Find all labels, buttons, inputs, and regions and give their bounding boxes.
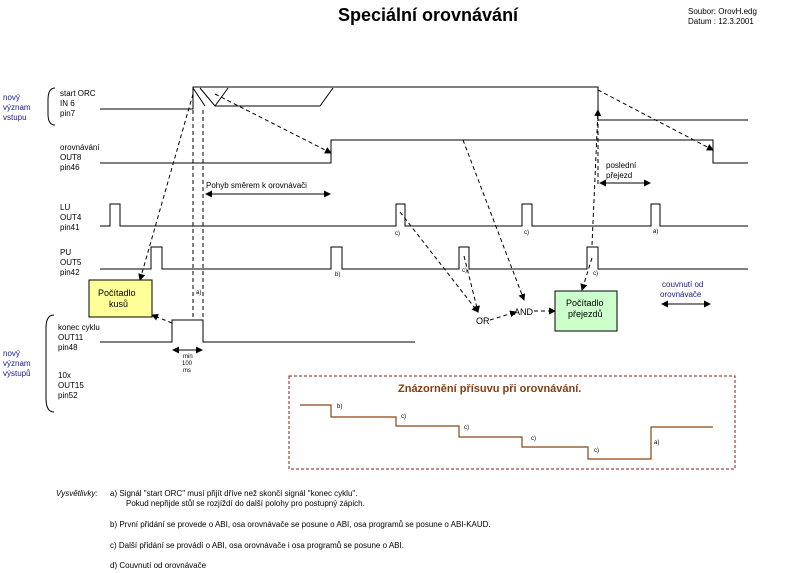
pohyb-label: Pohyb směrem k orovnávači bbox=[206, 181, 307, 190]
arrow-or-to-and bbox=[489, 310, 517, 321]
inset-label-a: a) bbox=[654, 440, 659, 446]
inset-label-c3: c) bbox=[531, 436, 536, 442]
label-b-pu: b) bbox=[335, 272, 340, 278]
and-label: AND bbox=[514, 307, 534, 317]
label-orovnavani: orovnávání OUT8 pin46 bbox=[60, 143, 100, 172]
waveform-konec-cyklu bbox=[100, 319, 415, 343]
input-bracket bbox=[47, 87, 56, 126]
footnote-a1: a) Signál "start ORC" musí přijít dříve … bbox=[110, 489, 358, 498]
file-info: Soubor: OrovH.edg bbox=[688, 7, 757, 16]
svg-text:pin41: pin41 bbox=[60, 223, 80, 232]
waveform-start-orc bbox=[100, 86, 748, 121]
svg-text:význam: význam bbox=[3, 103, 31, 112]
svg-text:pin48: pin48 bbox=[58, 343, 78, 352]
svg-text:LU: LU bbox=[60, 203, 70, 212]
footnote-a2: Pokud nepřijde stůl se rozjíždí do další… bbox=[126, 499, 365, 508]
date-info: Datum : 12.3.2001 bbox=[688, 17, 754, 26]
arrow-konec-to-counter bbox=[151, 313, 173, 324]
waveform-lu bbox=[100, 203, 748, 227]
arrow-orov-to-and bbox=[462, 139, 526, 301]
svg-text:orovnávače: orovnávače bbox=[660, 290, 702, 299]
svg-text:OUT4: OUT4 bbox=[60, 213, 82, 222]
input-side-label: nový význam vstupu bbox=[3, 93, 31, 122]
svg-text:Počítadlo: Počítadlo bbox=[566, 298, 604, 308]
arrow-end-to-orov-off bbox=[597, 89, 714, 151]
svg-text:pin42: pin42 bbox=[60, 268, 80, 277]
label-c-lu1: c) bbox=[395, 231, 400, 237]
footnote-label: Vysvětlivky: bbox=[56, 489, 98, 498]
svg-text:výstupů: výstupů bbox=[3, 369, 31, 378]
svg-text:start ORC: start ORC bbox=[60, 89, 96, 98]
infeed-step-line bbox=[300, 404, 713, 460]
svg-text:pin46: pin46 bbox=[60, 163, 80, 172]
label-a-1: a) bbox=[196, 290, 201, 296]
svg-text:pin52: pin52 bbox=[58, 391, 78, 400]
svg-text:orovnávání: orovnávání bbox=[60, 143, 100, 152]
label-c-pu1: c) bbox=[462, 268, 467, 274]
svg-text:OUT8: OUT8 bbox=[60, 153, 82, 162]
guide-lines bbox=[192, 110, 599, 320]
label-c-lu2: c) bbox=[524, 230, 529, 236]
svg-text:10x: 10x bbox=[58, 371, 71, 380]
couvnuti-label: couvnutí od orovnávače bbox=[660, 280, 703, 299]
svg-text:100: 100 bbox=[182, 361, 193, 367]
svg-text:OUT15: OUT15 bbox=[58, 381, 84, 390]
svg-text:přejezdů: přejezdů bbox=[568, 309, 603, 319]
footnote-d: d) Couvnutí od orovnávače bbox=[110, 561, 207, 570]
or-label: OR bbox=[476, 316, 490, 326]
svg-text:význam: význam bbox=[3, 359, 31, 368]
label-10x: 10x OUT15 pin52 bbox=[58, 371, 84, 400]
svg-text:min: min bbox=[183, 354, 193, 360]
arrow-counter-to-start bbox=[591, 109, 602, 246]
svg-text:poslední: poslední bbox=[606, 161, 637, 170]
posledni-prejezd-label: poslední přejezd bbox=[606, 161, 637, 180]
svg-text:IN 6: IN 6 bbox=[60, 99, 75, 108]
svg-text:nový: nový bbox=[3, 349, 20, 358]
inset-title: Znázornění přísuvu při orovnávání. bbox=[398, 383, 581, 395]
svg-text:couvnutí od: couvnutí od bbox=[662, 280, 703, 289]
pocitadlo-kusu-box: Počítadlo kusů bbox=[88, 279, 153, 318]
svg-text:přejezd: přejezd bbox=[606, 171, 632, 180]
output-bracket bbox=[45, 314, 55, 413]
svg-text:vstupu: vstupu bbox=[3, 113, 27, 122]
svg-text:ms: ms bbox=[183, 368, 191, 374]
arrow-lu-to-or bbox=[399, 211, 479, 313]
svg-text:pin7: pin7 bbox=[60, 109, 76, 118]
page-title: Speciální orovnávání bbox=[338, 5, 519, 25]
inset-frame bbox=[288, 375, 736, 470]
waveform-pu bbox=[100, 246, 748, 270]
arrow-pu-to-or bbox=[463, 255, 480, 313]
svg-text:OUT11: OUT11 bbox=[58, 333, 84, 342]
arrow-start-to-counter bbox=[138, 93, 194, 281]
svg-text:kusů: kusů bbox=[109, 299, 128, 309]
svg-text:OUT5: OUT5 bbox=[60, 258, 82, 267]
svg-text:PU: PU bbox=[60, 248, 71, 257]
svg-text:konec cyklu: konec cyklu bbox=[58, 323, 100, 332]
label-lu: LU OUT4 pin41 bbox=[60, 203, 82, 232]
inset-label-c4: c) bbox=[594, 448, 599, 454]
inset-label-c2: c) bbox=[464, 425, 469, 431]
inset-label-c1: c) bbox=[401, 414, 406, 420]
pocitadlo-prejezdu-box: Počítadlo přejezdů bbox=[554, 290, 618, 332]
start-orc-transition bbox=[199, 87, 334, 107]
min-label: min 100 ms bbox=[182, 354, 193, 374]
arrow-pu-to-counter bbox=[580, 257, 593, 291]
label-konec-cyklu: konec cyklu OUT11 pin48 bbox=[58, 323, 100, 352]
footnote-b: b) První přidání se provede o ABI, osa o… bbox=[110, 520, 491, 529]
footnote-c: c) Další přidání se provádí o ABI, osa o… bbox=[110, 541, 404, 550]
svg-text:nový: nový bbox=[3, 93, 20, 102]
output-side-label: nový význam výstupů bbox=[3, 349, 31, 378]
label-a-lu3: a) bbox=[653, 229, 658, 235]
arrow-start-to-orov bbox=[214, 93, 332, 154]
waveform-orovnavani bbox=[100, 139, 748, 164]
label-c-pu2: c) bbox=[593, 271, 598, 277]
inset-label-b: b) bbox=[337, 404, 342, 410]
label-start-orc: start ORC IN 6 pin7 bbox=[60, 89, 96, 118]
label-pu: PU OUT5 pin42 bbox=[60, 248, 82, 277]
svg-text:Počítadlo: Počítadlo bbox=[98, 288, 136, 298]
